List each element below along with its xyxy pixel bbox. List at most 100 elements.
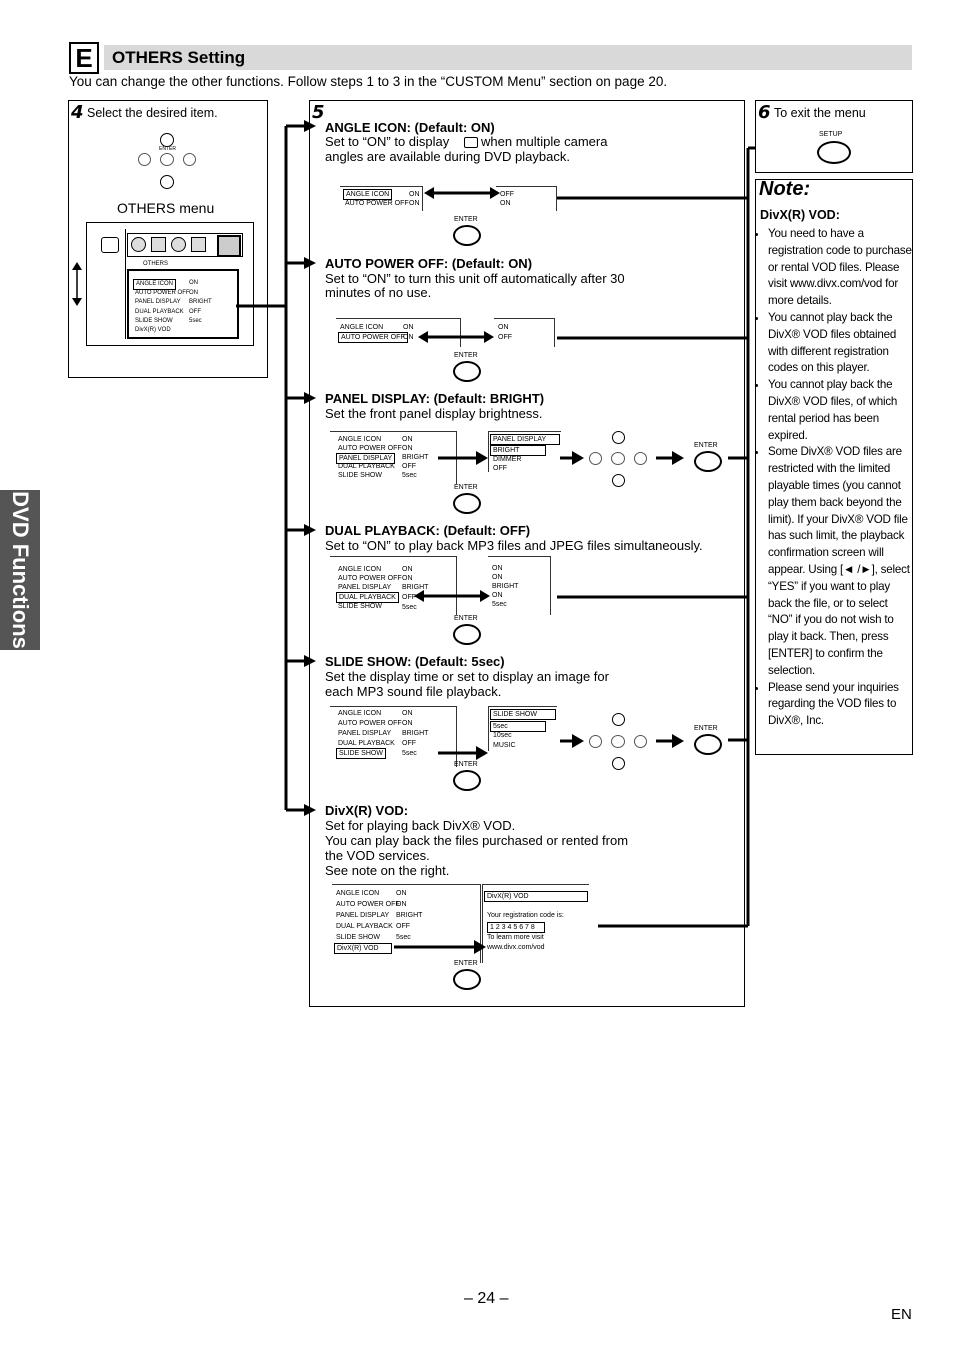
divx-sub-title: DivX(R) VOD <box>484 891 588 903</box>
panel-title: PANEL DISPLAY: (Default: BRIGHT) <box>325 391 545 406</box>
slide-sub-1[interactable]: 10sec <box>493 732 512 739</box>
angle-desc1: Set to “ON” to display <box>325 134 450 149</box>
dual-row-3-label: DUAL PLAYBACK <box>336 592 399 604</box>
divx-enter-button[interactable] <box>453 969 481 990</box>
panel-down-button[interactable] <box>612 474 625 487</box>
others-value-1: ON <box>189 290 198 296</box>
panel-row-3-value: OFF <box>402 463 416 470</box>
others-item-4[interactable]: SLIDE SHOW <box>135 318 173 324</box>
display-icon <box>151 237 166 252</box>
slide-enter-button-right[interactable] <box>694 734 722 755</box>
step6-number: 6 <box>758 102 771 123</box>
setup-button[interactable] <box>817 141 851 164</box>
power-row-0-value: ON <box>403 324 414 331</box>
menu-sidebar <box>95 229 126 339</box>
left-button[interactable] <box>138 153 151 166</box>
power-desc1: Set to “ON” to turn this unit off automa… <box>325 271 625 286</box>
divx-desc4: See note on the right. <box>325 863 450 878</box>
slide-desc1: Set the display time or set to display a… <box>325 669 609 684</box>
panel-sub-2[interactable]: OFF <box>493 465 507 472</box>
tv-icon <box>101 237 119 253</box>
angle-enter-label: ENTER <box>454 216 478 223</box>
audio-icon <box>171 237 186 252</box>
dual-screen-right: ON ON BRIGHT ON 5sec <box>488 556 551 615</box>
note-bullet-0: You need to have a registration code to … <box>768 226 914 310</box>
divx-row-1-value: ON <box>396 901 407 908</box>
panel-sub-0[interactable]: BRIGHT <box>490 445 546 457</box>
divx-url: www.divx.com/vod <box>487 944 545 951</box>
others-item-0[interactable]: ANGLE ICON <box>133 279 177 291</box>
panel-row-1-value: ON <box>402 445 413 452</box>
dual-desc1: Set to “ON” to play back MP3 files and J… <box>325 538 703 553</box>
angle-title: ANGLE ICON: (Default: ON) <box>325 120 495 135</box>
slide-row-4-value: 5sec <box>402 750 417 757</box>
dual-row-0-value: ON <box>402 566 413 573</box>
panel-arrow-2 <box>560 451 584 465</box>
slide-arrow <box>438 746 488 760</box>
slide-arrow-2 <box>560 734 584 748</box>
divx-row-3-value: OFF <box>396 923 410 930</box>
others-item-5[interactable]: DivX(R) VOD <box>135 327 171 333</box>
slide-enter-button[interactable] <box>453 770 481 791</box>
slide-down-button[interactable] <box>612 757 625 770</box>
divx-reg-code: 1 2 3 4 5 6 7 8 <box>487 922 545 934</box>
menu-icon-bar <box>127 233 243 257</box>
slide-row-4-label: SLIDE SHOW <box>336 748 386 760</box>
power-enter-button[interactable] <box>453 361 481 382</box>
panel-center-button[interactable] <box>611 452 625 465</box>
angle-toggle-arrow <box>424 187 500 199</box>
angle-desc3: angles are available during DVD playback… <box>325 149 570 164</box>
angle-screen-left: ANGLE ICON ON AUTO POWER OFF ON <box>340 186 423 211</box>
side-tab <box>0 490 40 650</box>
power-toggle-arrow <box>418 331 494 343</box>
panel-enter-button[interactable] <box>453 493 481 514</box>
slide-left-button[interactable] <box>589 735 602 748</box>
slide-row-0-value: ON <box>402 710 413 717</box>
angle-row-0-label: ANGLE ICON <box>343 189 393 201</box>
dual-row-1-label: AUTO POWER OFF <box>338 575 402 582</box>
power-row-0-label: ANGLE ICON <box>340 324 384 331</box>
slide-center-button[interactable] <box>611 735 625 748</box>
step4-number: 4 <box>71 102 84 123</box>
panel-right-button[interactable] <box>634 452 647 465</box>
note-bullet-4: Please send your inquiries regarding the… <box>768 680 914 730</box>
panel-left-button[interactable] <box>589 452 602 465</box>
panel-desc1: Set the front panel display brightness. <box>325 406 543 421</box>
slide-sub-title: SLIDE SHOW <box>490 709 556 721</box>
divx-row-0-value: ON <box>396 890 407 897</box>
angle-right-1: ON <box>500 200 511 207</box>
panel-up-button[interactable] <box>612 431 625 444</box>
language-label: EN <box>891 1306 912 1323</box>
panel-enter-button-right[interactable] <box>694 451 722 472</box>
panel-row-2-label: PANEL DISPLAY <box>336 453 396 465</box>
others-value-0: ON <box>189 280 198 286</box>
angle-screen-right: OFF ON <box>496 186 557 211</box>
power-screen-left: ANGLE ICON ON AUTO POWER OFF ON <box>336 318 461 347</box>
divx-enter-label: ENTER <box>454 960 478 967</box>
panel-row-4-label: SLIDE SHOW <box>338 472 382 479</box>
angle-enter-button[interactable] <box>453 225 481 246</box>
dual-enter-button[interactable] <box>453 624 481 645</box>
down-button[interactable] <box>160 175 174 189</box>
slide-sub-2[interactable]: MUSIC <box>493 742 516 749</box>
others-item-1[interactable]: AUTO POWER OFF <box>135 290 190 296</box>
camera-icon <box>464 137 478 148</box>
right-button[interactable] <box>183 153 196 166</box>
panel-row-1-label: AUTO POWER OFF <box>338 445 402 452</box>
dual-row-3-value: OFF <box>402 594 416 601</box>
divx-row-5-label: DivX(R) VOD <box>334 943 392 955</box>
slide-screen-left: ANGLE ICON ON AUTO POWER OFF ON PANEL DI… <box>330 706 457 767</box>
slide-right-button[interactable] <box>634 735 647 748</box>
others-item-2[interactable]: PANEL DISPLAY <box>135 299 181 305</box>
enter-button-small[interactable] <box>160 153 174 166</box>
divx-reg-label: Your registration code is: <box>487 912 564 919</box>
others-item-3[interactable]: DUAL PLAYBACK <box>135 309 184 315</box>
panel-enter-label-right: ENTER <box>694 442 718 449</box>
panel-sub-1[interactable]: DIMMER <box>493 456 522 463</box>
slide-sub-0[interactable]: 5sec <box>490 721 546 733</box>
slide-up-button[interactable] <box>612 713 625 726</box>
slide-title: SLIDE SHOW: (Default: 5sec) <box>325 654 505 669</box>
power-screen-right: ON OFF <box>494 318 555 347</box>
power-row-1-label: AUTO POWER OFF <box>338 332 408 344</box>
up-button[interactable] <box>160 133 174 147</box>
